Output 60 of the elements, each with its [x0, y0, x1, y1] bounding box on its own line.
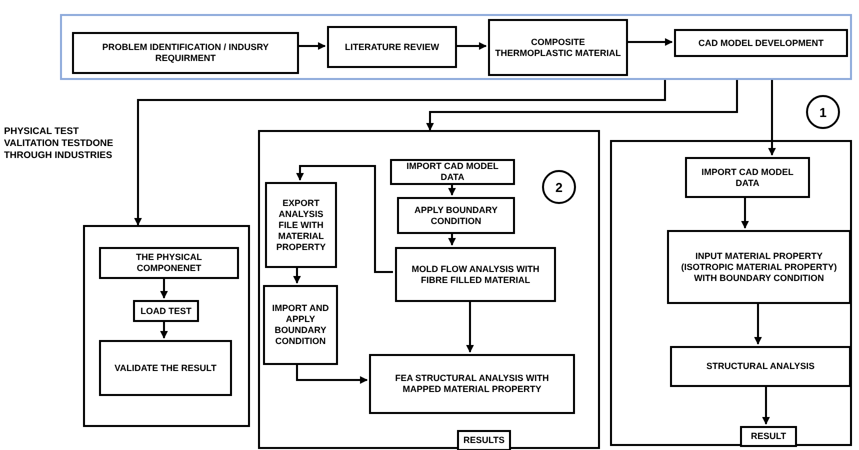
- connector-arrow: [448, 232, 456, 246]
- process-box: [327, 26, 457, 68]
- node-text: LITERATURE REVIEW: [344, 42, 440, 52]
- connector-arrow: [762, 385, 770, 425]
- node-text: LOAD TEST: [140, 306, 192, 316]
- node-text: APPLY BOUNDARY CONDITION: [413, 204, 499, 226]
- connector-arrow: [768, 80, 776, 156]
- node-text: FEA STRUCTURAL ANALYSIS WITH MAPPED MATERIAL PROPERTY: [394, 373, 550, 395]
- node-text: 1: [819, 106, 827, 118]
- process-box: [390, 159, 515, 185]
- node-text: VALIDATE THE RESULT: [114, 362, 216, 374]
- connector-arrow: [160, 320, 168, 339]
- note-text: PHYSICAL TEST VALITATION TESTDONE THROUGH INDUSTRIES: [4, 126, 114, 162]
- process-box: [667, 230, 851, 304]
- process-box: [265, 182, 337, 268]
- connector-arrow: [160, 277, 168, 299]
- process-box: [263, 285, 338, 365]
- connector-arrow: [296, 165, 393, 273]
- node-text: RESULTS: [463, 435, 505, 446]
- process-box: [99, 340, 232, 396]
- node-text: THE PHYSICAL COMPONENET: [134, 252, 203, 274]
- process-box: [740, 426, 797, 447]
- node-text: MOLD FLOW ANALYSIS WITH FIBRE FILLED MATERIAL: [410, 264, 540, 286]
- connector-arrow: [426, 80, 738, 131]
- process-box: [674, 29, 848, 57]
- connector-arrow: [296, 363, 368, 384]
- node-text: RESULT: [750, 431, 786, 442]
- process-box: [670, 346, 851, 387]
- node-text: IMPORT CAD MODEL DATA: [700, 166, 794, 188]
- process-box: [488, 19, 628, 76]
- node-text: STRUCTURAL ANALYSIS: [706, 361, 815, 372]
- process-box: [99, 247, 239, 279]
- connector-arrow: [466, 300, 474, 353]
- connector-arrow: [448, 183, 456, 196]
- node-text: INPUT MATERIAL PROPERTY (ISOTROPIC MATERIAL PROPERTY) WITH BOUNDARY CONDITION: [680, 250, 838, 284]
- node-text: CAD MODEL DEVELOPMENT: [698, 38, 824, 48]
- process-box: [369, 354, 575, 414]
- group-frame: [610, 140, 852, 446]
- process-box: [685, 157, 810, 198]
- connector-arrow: [293, 266, 301, 284]
- node-text: IMPORT AND APPLY BOUNDARY CONDITION: [271, 303, 330, 347]
- process-box: [395, 247, 556, 302]
- connector-arrow: [754, 302, 762, 345]
- process-box: [72, 32, 299, 74]
- connector-arrow: [297, 42, 326, 50]
- process-box: [133, 300, 199, 322]
- process-box: [457, 430, 511, 450]
- node-text: 2: [555, 180, 563, 194]
- connector-arrow: [626, 38, 673, 46]
- group-frame: [258, 130, 600, 449]
- node-text: PROBLEM IDENTIFICATION / INDUSRY REQUIRMENT: [101, 42, 270, 64]
- group-frame: [83, 225, 250, 427]
- connector-arrow: [455, 42, 487, 50]
- node-text: IMPORT CAD MODEL DATA: [406, 161, 500, 183]
- node-text: EXPORT ANALYSIS FILE WITH MATERIAL PROPERTY: [275, 198, 327, 252]
- connector-arrow: [134, 80, 666, 226]
- connector-arrow: [741, 196, 749, 229]
- process-box: [397, 197, 515, 234]
- node-text: COMPOSITE THERMOPLASTIC MATERIAL: [494, 36, 622, 58]
- band-frame: [60, 14, 852, 80]
